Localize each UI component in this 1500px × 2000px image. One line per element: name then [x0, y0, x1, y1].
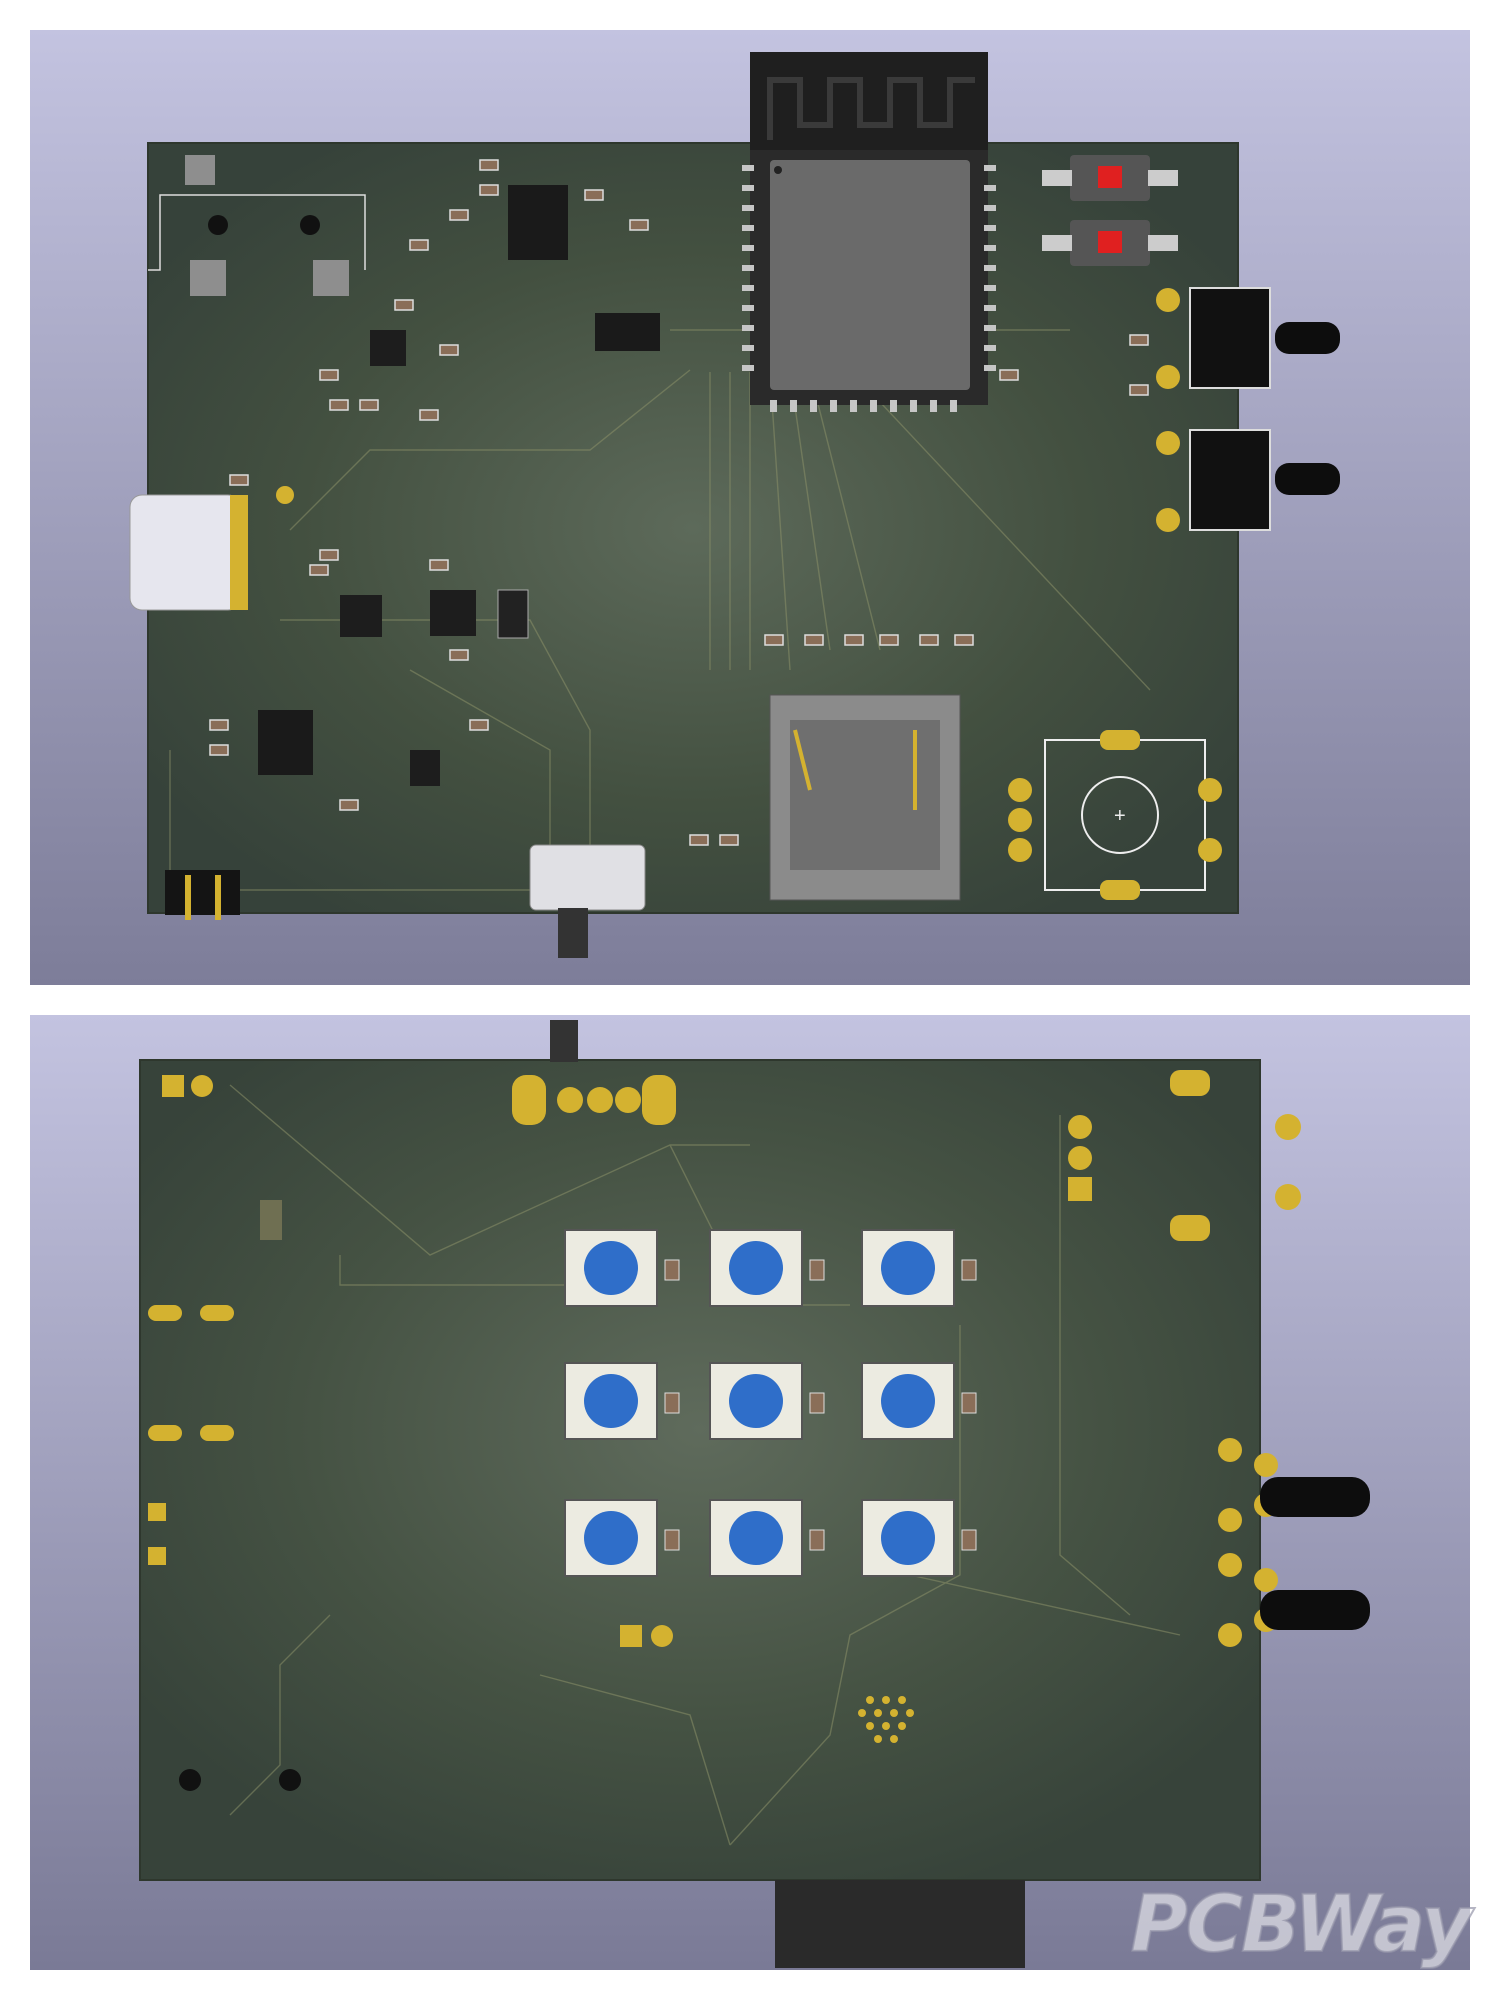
led-buttons	[1042, 155, 1178, 266]
module-shield	[770, 160, 970, 390]
switch-pads	[512, 1075, 676, 1125]
pin-header	[165, 870, 240, 915]
pin1-mark	[774, 166, 782, 174]
button-3-1	[564, 1499, 680, 1577]
button-2-3	[861, 1362, 977, 1440]
ic-qfn-2	[340, 595, 382, 637]
red-led-2	[1098, 231, 1122, 253]
button-1-3	[861, 1229, 977, 1307]
ic-qfn-1	[370, 330, 406, 366]
passives	[209, 159, 1149, 846]
module-pins	[742, 165, 996, 412]
push-button-2-cap	[1260, 1590, 1370, 1630]
bottom-view-render	[30, 1015, 1470, 1970]
switch-lever	[550, 1020, 578, 1062]
push-button-1	[1156, 287, 1340, 389]
slide-switch	[529, 844, 646, 911]
module-shadow	[775, 1880, 1025, 1968]
usb-pads	[230, 495, 248, 610]
speaker-holes	[858, 1696, 914, 1743]
ic-qfn-3	[430, 590, 476, 636]
top-view-render: +	[30, 30, 1470, 985]
push-button-2	[1156, 429, 1340, 532]
mount-footprint	[148, 155, 366, 296]
button-1-2	[709, 1229, 825, 1307]
button-2-2	[709, 1362, 825, 1440]
smd-pad	[260, 1200, 282, 1240]
watermark-logo: PCBWay	[1130, 1879, 1473, 1971]
ic-soic	[508, 185, 568, 260]
ic-soic-2	[258, 710, 313, 775]
button-3-2	[709, 1499, 825, 1577]
antenna-trace	[767, 77, 975, 140]
usb-c-connector	[129, 494, 241, 611]
microsd-slot	[769, 694, 961, 901]
buzzer-footprint: +	[1008, 730, 1222, 900]
via-pad	[276, 486, 294, 504]
pcb-top-side: +	[30, 30, 1470, 985]
mount-holes	[179, 1769, 301, 1791]
red-led-1	[1098, 166, 1122, 188]
ic-sot	[410, 750, 440, 786]
pcb-bottom-side	[30, 1015, 1470, 1970]
button-grid	[564, 1229, 977, 1577]
button-1-1	[564, 1229, 680, 1307]
switch-lever	[558, 908, 588, 958]
svg-text:+: +	[1114, 805, 1126, 827]
jumper-header	[595, 313, 660, 351]
button-2-1	[564, 1362, 680, 1440]
button-3-3	[861, 1499, 977, 1577]
inductor	[497, 589, 529, 639]
push-button-1-cap	[1260, 1477, 1370, 1517]
